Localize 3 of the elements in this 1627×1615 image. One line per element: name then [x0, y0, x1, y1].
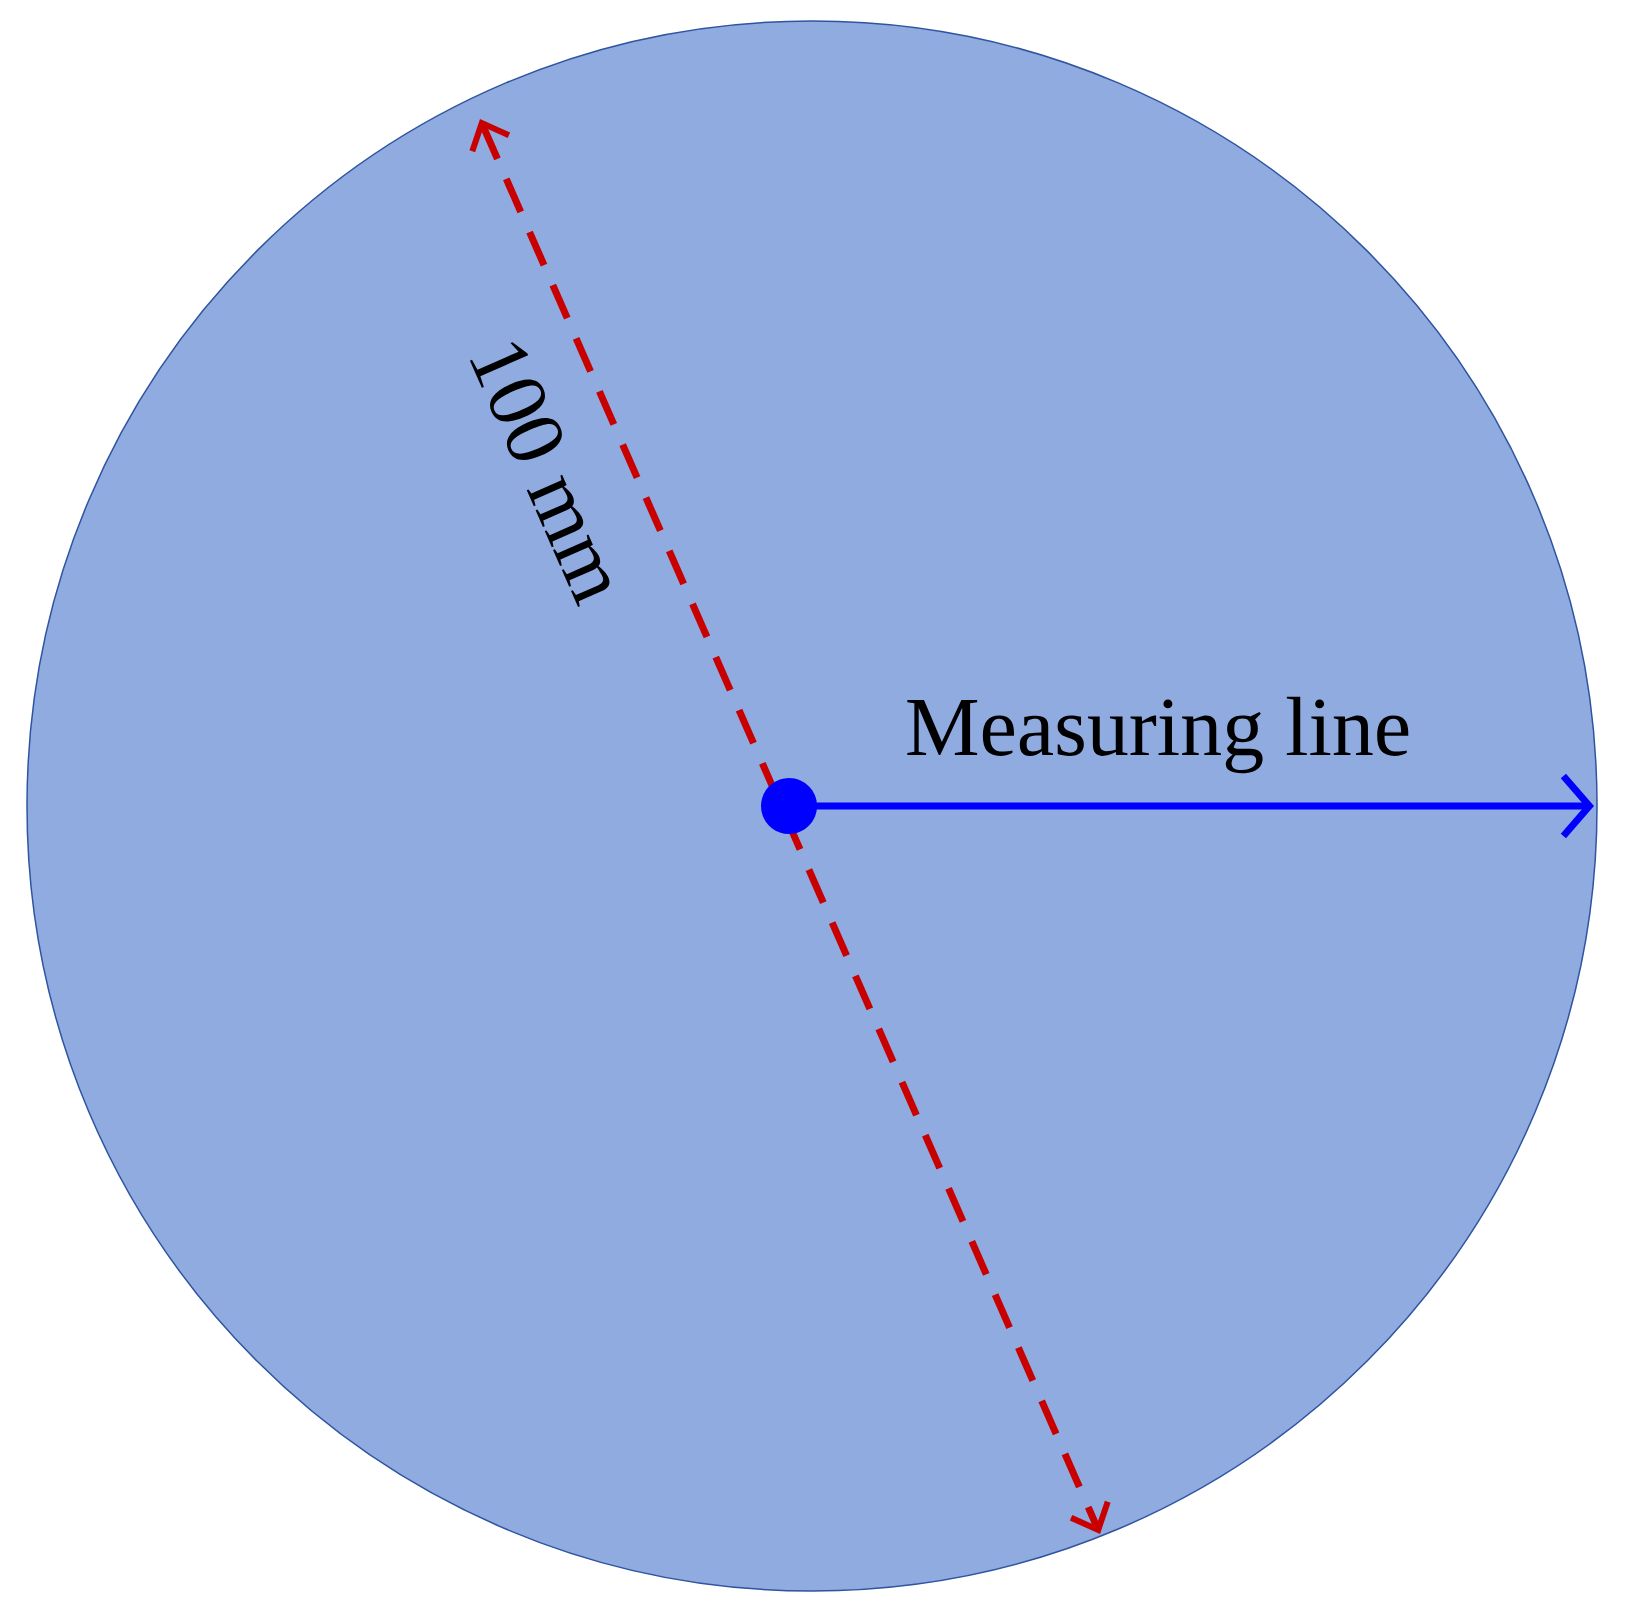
dimension-label: 100 mm: [469, 342, 610, 607]
line-label: Measuring line: [907, 696, 1409, 774]
disc: [26, 20, 1598, 1592]
